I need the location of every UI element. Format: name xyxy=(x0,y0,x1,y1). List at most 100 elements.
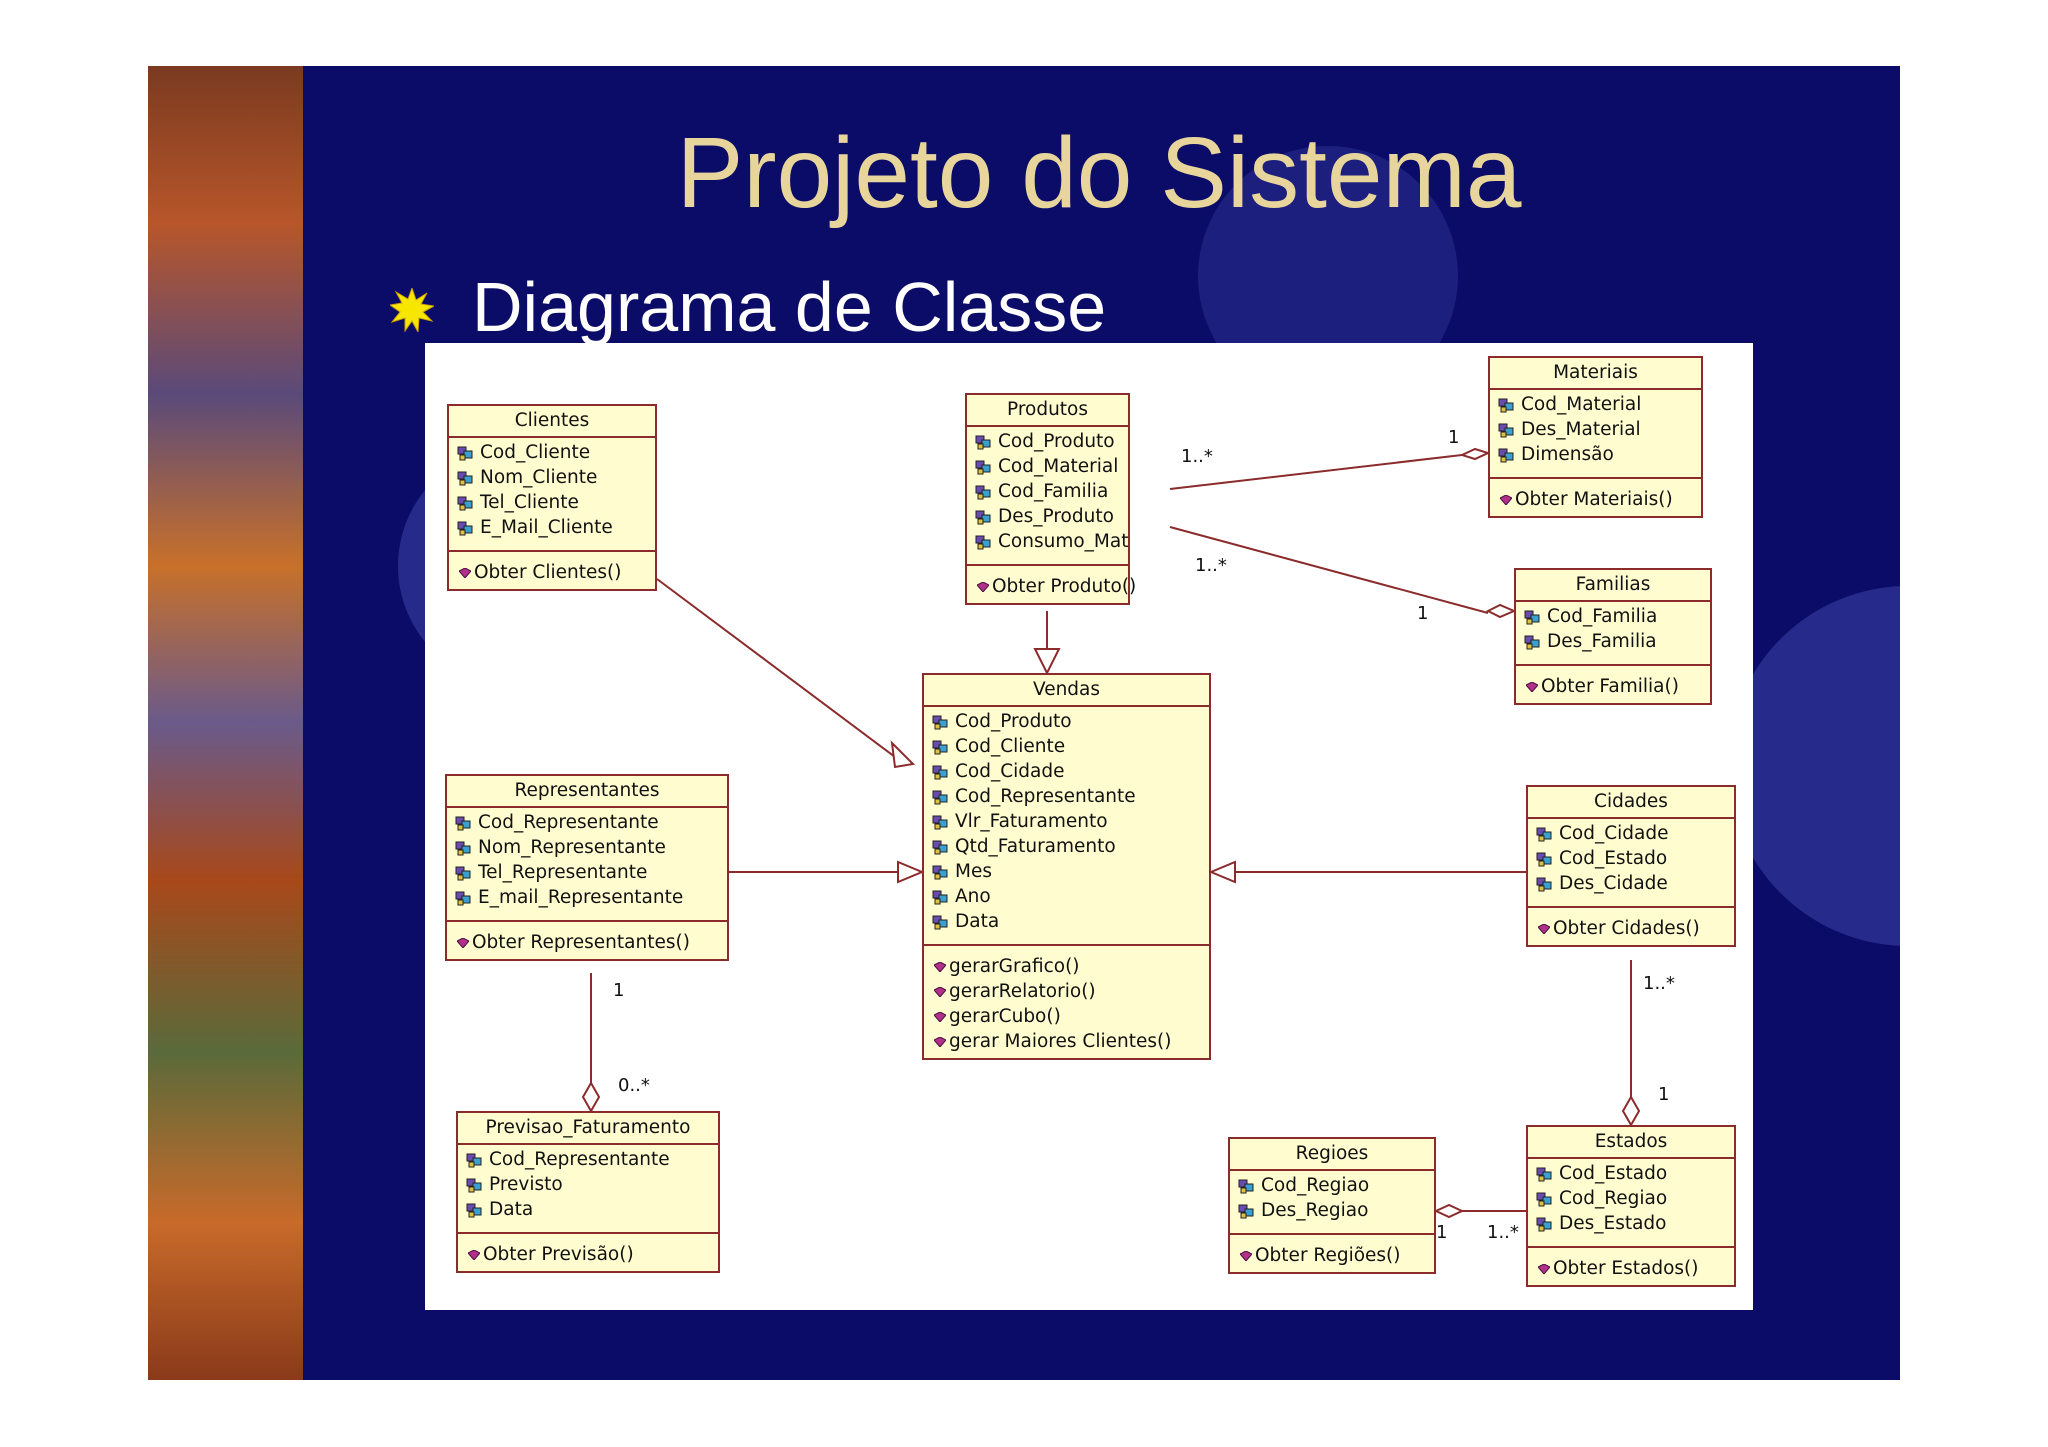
attribute-label: Des_Regiao xyxy=(1261,1200,1369,1221)
attribute-icon xyxy=(457,471,473,485)
slide-subtitle: Diagrama de Classe xyxy=(472,268,1107,346)
class-attribute: Nom_Representante xyxy=(455,835,727,860)
generalization-arrowhead xyxy=(890,740,916,769)
class-operations: Obter Estados() xyxy=(1528,1248,1734,1285)
attribute-label: Des_Estado xyxy=(1559,1213,1667,1234)
aggregation-diamond xyxy=(1433,1203,1465,1219)
diagram-relations xyxy=(581,447,1641,1219)
attribute-label: Des_Material xyxy=(1521,419,1641,440)
generalization-line xyxy=(656,578,896,758)
class-attribute: Dimensão xyxy=(1498,442,1701,467)
attribute-icon xyxy=(932,915,948,929)
class-name: Previsao_Faturamento xyxy=(458,1113,718,1145)
operation-icon xyxy=(934,1036,946,1047)
class-name: Vendas xyxy=(924,675,1209,707)
class-operation: gerar Maiores Clientes() xyxy=(934,1029,1209,1054)
attribute-icon xyxy=(1498,398,1514,412)
class-name: Representantes xyxy=(447,776,727,808)
attribute-icon xyxy=(932,765,948,779)
attribute-icon xyxy=(1536,1167,1552,1181)
class-attribute: Cod_Cliente xyxy=(457,440,655,465)
class-operation: Obter Materiais() xyxy=(1500,487,1701,512)
operation-label: Obter Estados() xyxy=(1553,1258,1699,1279)
attribute-icon xyxy=(932,740,948,754)
multiplicity-label: 1 xyxy=(1417,603,1429,624)
operation-icon xyxy=(934,986,946,997)
operation-label: Obter Familia() xyxy=(1541,676,1679,697)
class-attribute: Des_Familia xyxy=(1524,629,1710,654)
attribute-icon xyxy=(1536,852,1552,866)
attribute-icon xyxy=(457,521,473,535)
class-attribute: Cod_Familia xyxy=(975,479,1128,504)
attribute-label: Consumo_Mat xyxy=(998,531,1129,552)
class-attribute: Cod_Regiao xyxy=(1536,1186,1734,1211)
operation-icon xyxy=(934,961,946,972)
attribute-label: Cod_Regiao xyxy=(1261,1175,1370,1196)
class-attribute: Cod_Representante xyxy=(455,810,727,835)
attribute-label: Tel_Cliente xyxy=(480,492,579,513)
attribute-icon xyxy=(1238,1179,1254,1193)
multiplicity-label: 1 xyxy=(613,980,625,1001)
class-attribute: Des_Material xyxy=(1498,417,1701,442)
attribute-icon xyxy=(975,510,991,524)
class-operation: Obter Previsão() xyxy=(468,1242,718,1267)
attribute-icon xyxy=(932,840,948,854)
multiplicity-label: 0..* xyxy=(618,1075,650,1096)
operation-icon xyxy=(1240,1250,1252,1261)
attribute-label: Cod_Familia xyxy=(1547,606,1658,627)
class-attribute: Cod_Material xyxy=(1498,392,1701,417)
attribute-icon xyxy=(1498,448,1514,462)
class-attribute: Cod_Familia xyxy=(1524,604,1710,629)
class-attribute: Tel_Representante xyxy=(455,860,727,885)
operation-icon xyxy=(457,937,469,948)
attribute-label: Cod_Cidade xyxy=(1559,823,1669,844)
operation-icon xyxy=(468,1249,480,1260)
operation-label: gerarGrafico() xyxy=(949,956,1080,977)
multiplicity-label: 1..* xyxy=(1643,973,1675,994)
class-operations: Obter Clientes() xyxy=(449,552,655,589)
attribute-label: Cod_Representante xyxy=(489,1149,670,1170)
operation-icon xyxy=(977,581,989,592)
operation-label: gerarRelatorio() xyxy=(949,981,1096,1002)
class-operations: Obter Familia() xyxy=(1516,666,1710,703)
attribute-label: Cod_Representante xyxy=(478,812,659,833)
attribute-icon xyxy=(455,816,471,830)
aggregation-diamond xyxy=(1485,603,1517,619)
slide-title: Projeto do Sistema xyxy=(676,117,1522,229)
attribute-icon xyxy=(975,535,991,549)
multiplicity-label: 1 xyxy=(1436,1222,1448,1243)
attribute-label: Cod_Cliente xyxy=(480,442,591,463)
class-attribute: Des_Produto xyxy=(975,504,1128,529)
aggregation-diamond xyxy=(1621,1094,1641,1128)
class-operation: Obter Representantes() xyxy=(457,930,727,955)
class-attribute: Cod_Cidade xyxy=(1536,821,1734,846)
class-operation: gerarCubo() xyxy=(934,1004,1209,1029)
attribute-icon xyxy=(932,865,948,879)
attribute-icon xyxy=(466,1153,482,1167)
attribute-icon xyxy=(1498,423,1514,437)
decorative-gear xyxy=(1728,586,1900,946)
operation-icon xyxy=(1500,494,1512,505)
multiplicity-label: 1..* xyxy=(1181,446,1213,467)
operation-label: gerarCubo() xyxy=(949,1006,1061,1027)
attribute-icon xyxy=(1524,635,1540,649)
operation-icon xyxy=(459,567,471,578)
attribute-label: E_Mail_Cliente xyxy=(480,517,613,538)
aggregation-diamond xyxy=(1459,447,1491,461)
class-attribute: Cod_Estado xyxy=(1536,1161,1734,1186)
class-operation: Obter Familia() xyxy=(1526,674,1710,699)
attribute-label: Ano xyxy=(955,886,991,907)
attribute-label: E_mail_Representante xyxy=(478,887,684,908)
attribute-label: Des_Produto xyxy=(998,506,1114,527)
attribute-icon xyxy=(457,496,473,510)
class-attribute: Cod_Representante xyxy=(466,1147,718,1172)
